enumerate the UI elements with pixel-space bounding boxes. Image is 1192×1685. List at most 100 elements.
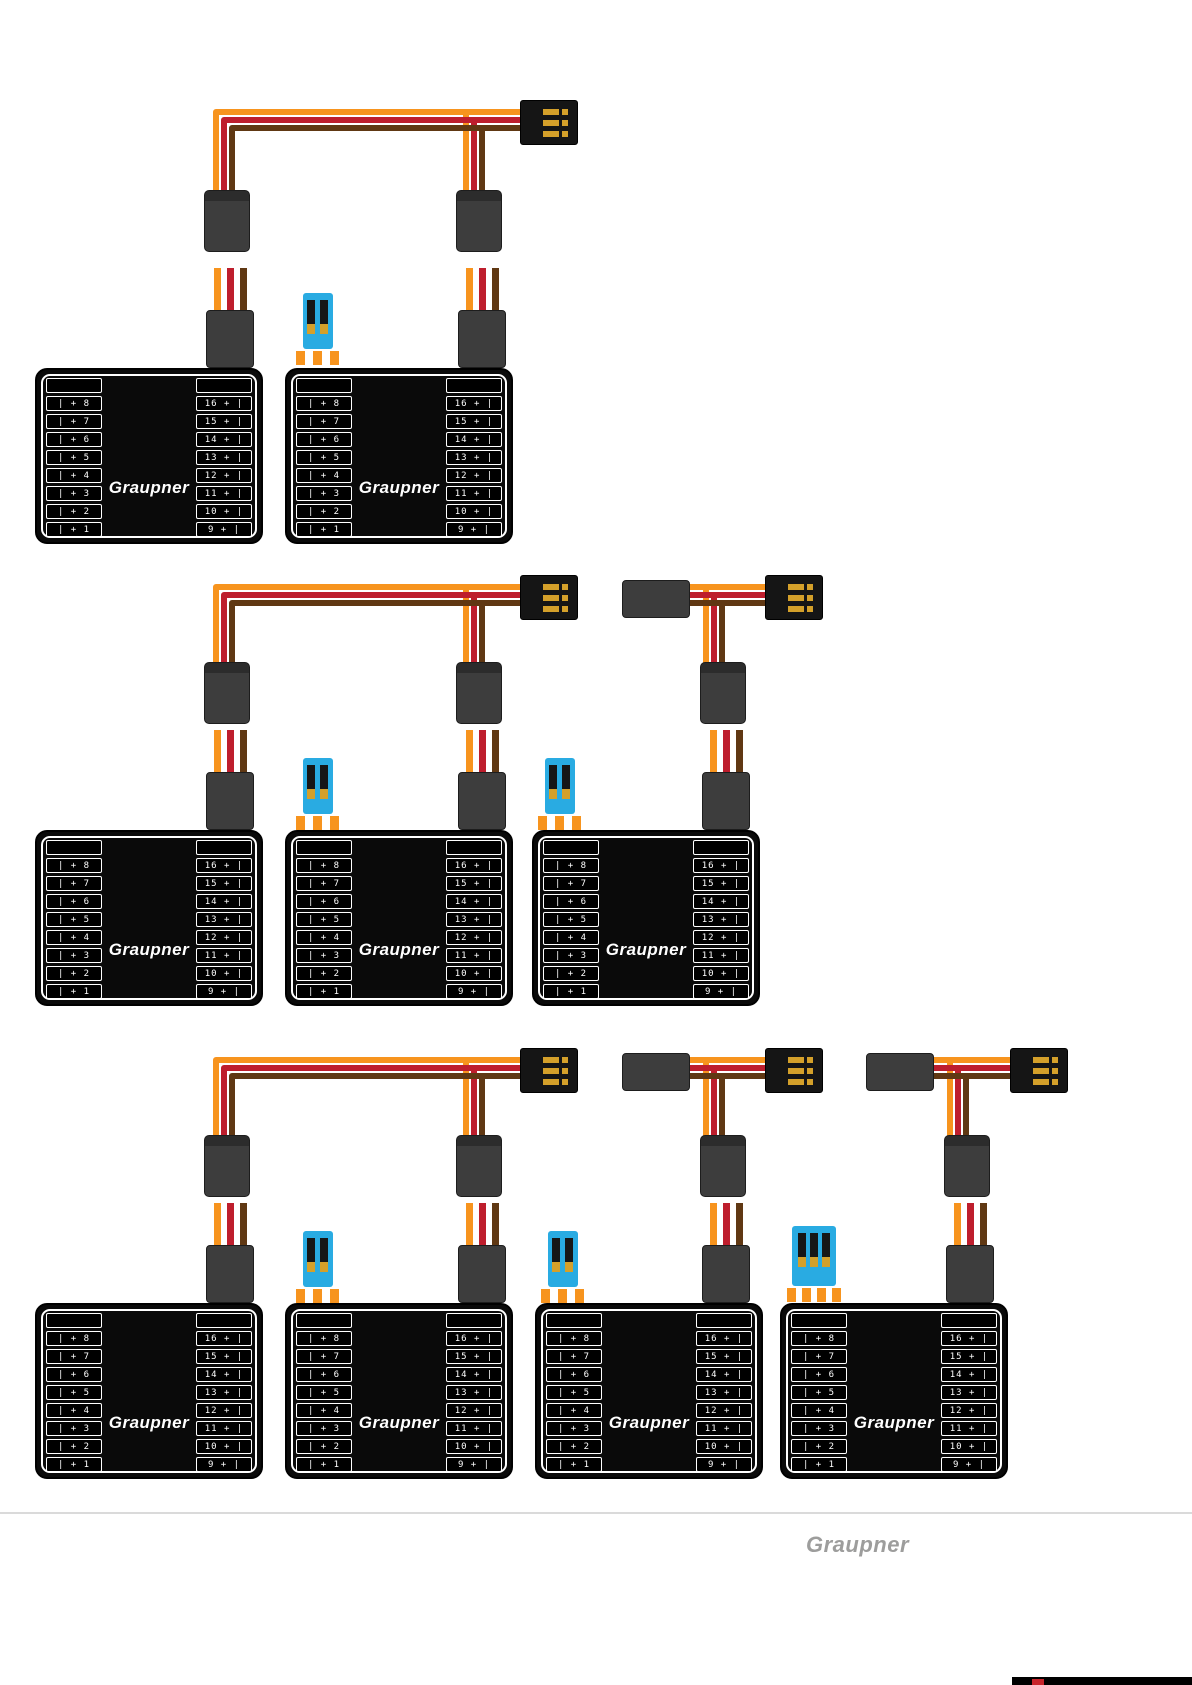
pin-cell: 16 + | bbox=[941, 1331, 997, 1346]
pin-cell: 9 + | bbox=[196, 984, 252, 999]
pigtail-host bbox=[702, 1203, 750, 1303]
board-frame bbox=[41, 1309, 257, 1473]
pin-cell: | + 3 bbox=[791, 1421, 847, 1436]
pin-cell: | + 1 bbox=[791, 1457, 847, 1472]
jumper-host bbox=[295, 1231, 340, 1303]
pigtail-host bbox=[458, 268, 506, 368]
gold-pin-icon bbox=[543, 1057, 577, 1063]
jumper-pin bbox=[817, 1288, 826, 1302]
wire-brown bbox=[229, 1073, 527, 1141]
wire-stub-red bbox=[723, 730, 730, 772]
pin-cell: | + 3 bbox=[546, 1421, 602, 1436]
pin-column-left: | + 8| + 7| + 6| + 5| + 4| + 3| + 2| + 1 bbox=[296, 1313, 352, 1472]
gold-pin-icon bbox=[788, 1079, 822, 1085]
jumper-slot bbox=[552, 1238, 560, 1272]
brand-logo: Graupner bbox=[358, 1413, 440, 1432]
connector-block-host bbox=[866, 1053, 934, 1091]
servo-connector bbox=[700, 1135, 746, 1197]
jumper-pin bbox=[330, 351, 339, 365]
jumper-pin bbox=[313, 351, 322, 365]
pin-cell: | + 4 bbox=[46, 468, 102, 483]
pin-cell: 14 + | bbox=[693, 894, 749, 909]
pin-cell: 10 + | bbox=[696, 1439, 752, 1454]
pin-column-right: 16 + |15 + |14 + |13 + |12 + |11 + |10 +… bbox=[196, 840, 252, 999]
pin-cell: | + 8 bbox=[791, 1331, 847, 1346]
pin-cell: 10 + | bbox=[446, 504, 502, 519]
wire-stub-brown bbox=[492, 1203, 499, 1245]
pigtail-host bbox=[206, 730, 254, 830]
cable-end-connector-host bbox=[520, 1048, 578, 1093]
pin-cell: | + 2 bbox=[296, 504, 352, 519]
pin-column-right: 16 + |15 + |14 + |13 + |12 + |11 + |10 +… bbox=[941, 1313, 997, 1472]
pin-cell: 13 + | bbox=[446, 1385, 502, 1400]
pigtail-wires bbox=[458, 730, 506, 772]
servo-connector bbox=[456, 190, 502, 252]
wire-stub-orange bbox=[710, 1203, 717, 1245]
wire-orange bbox=[934, 1057, 1016, 1141]
servo-connector-host bbox=[700, 1135, 746, 1197]
footer-divider bbox=[0, 1512, 1192, 1514]
jumper-pin bbox=[555, 816, 564, 830]
brand-logo: Graupner bbox=[108, 1413, 190, 1432]
pin-cell: 10 + | bbox=[196, 966, 252, 981]
gold-pin-icon bbox=[543, 1068, 577, 1074]
jumper-host bbox=[537, 758, 582, 830]
connector-port-cell bbox=[696, 1313, 752, 1328]
pin-cell: 16 + | bbox=[693, 858, 749, 873]
pin-cell: 12 + | bbox=[196, 930, 252, 945]
jumper-pin bbox=[538, 816, 547, 830]
wire-stub-red bbox=[227, 268, 234, 310]
pin-cell: 12 + | bbox=[446, 930, 502, 945]
pin-cell: 10 + | bbox=[941, 1439, 997, 1454]
servo-connector-host bbox=[456, 190, 502, 252]
jumper-pin bbox=[832, 1288, 841, 1302]
brand-logo: Graupner bbox=[108, 478, 190, 497]
pin-cell: | + 6 bbox=[543, 894, 599, 909]
pin-cell: 10 + | bbox=[446, 966, 502, 981]
connector-port-cell bbox=[791, 1313, 847, 1328]
board-frame bbox=[291, 1309, 507, 1473]
pin-cell: | + 1 bbox=[296, 522, 352, 537]
pin-column-right: 16 + |15 + |14 + |13 + |12 + |11 + |10 +… bbox=[446, 378, 502, 537]
pin-cell: 15 + | bbox=[446, 414, 502, 429]
gold-pin-icon bbox=[788, 595, 822, 601]
pin-cell: | + 1 bbox=[296, 1457, 352, 1472]
pin-column-right: 16 + |15 + |14 + |13 + |12 + |11 + |10 +… bbox=[446, 840, 502, 999]
brand-logo: Graupner bbox=[358, 940, 440, 959]
pin-cell: 14 + | bbox=[696, 1367, 752, 1382]
cable-run-3 bbox=[690, 584, 772, 668]
cable-run-1 bbox=[213, 109, 527, 196]
wire-red bbox=[221, 592, 527, 668]
pin-cell: | + 4 bbox=[296, 1403, 352, 1418]
logo-fragment bbox=[1032, 1679, 1044, 1685]
pin-cell: 11 + | bbox=[196, 486, 252, 501]
pin-cell: | + 1 bbox=[543, 984, 599, 999]
pin-cell: 10 + | bbox=[196, 504, 252, 519]
gold-pin-icon bbox=[1033, 1057, 1067, 1063]
pin-cell: | + 8 bbox=[296, 1331, 352, 1346]
pin-cell: | + 2 bbox=[46, 1439, 102, 1454]
jumper-pin bbox=[296, 1289, 305, 1303]
pin-cell: | + 8 bbox=[296, 858, 352, 873]
cable-end-connector bbox=[520, 100, 578, 145]
jumper-plug bbox=[295, 293, 340, 365]
jumper-slot bbox=[320, 1238, 328, 1272]
jumper-pins bbox=[540, 1289, 585, 1303]
pin-cell: | + 8 bbox=[543, 858, 599, 873]
servo-connector-host bbox=[204, 662, 250, 724]
cable-end-connector bbox=[520, 1048, 578, 1093]
pin-column-right: 16 + |15 + |14 + |13 + |12 + |11 + |10 +… bbox=[196, 378, 252, 537]
pin-cell: | + 3 bbox=[296, 948, 352, 963]
cable-end-connector bbox=[765, 575, 823, 620]
servo-connector bbox=[204, 662, 250, 724]
pigtail-wires bbox=[458, 268, 506, 310]
wire-stub-red bbox=[479, 268, 486, 310]
pin-cell: 13 + | bbox=[196, 450, 252, 465]
servo-connector-host bbox=[944, 1135, 990, 1197]
board-pigtail-cable bbox=[946, 1203, 994, 1303]
connector-block bbox=[866, 1053, 934, 1091]
wire-stub-orange bbox=[466, 268, 473, 310]
pigtail-wires bbox=[946, 1203, 994, 1245]
channel-expander-board: | + 8| + 7| + 6| + 5| + 4| + 3| + 2| + 1… bbox=[780, 1303, 1008, 1479]
connector-port-cell bbox=[296, 840, 352, 855]
